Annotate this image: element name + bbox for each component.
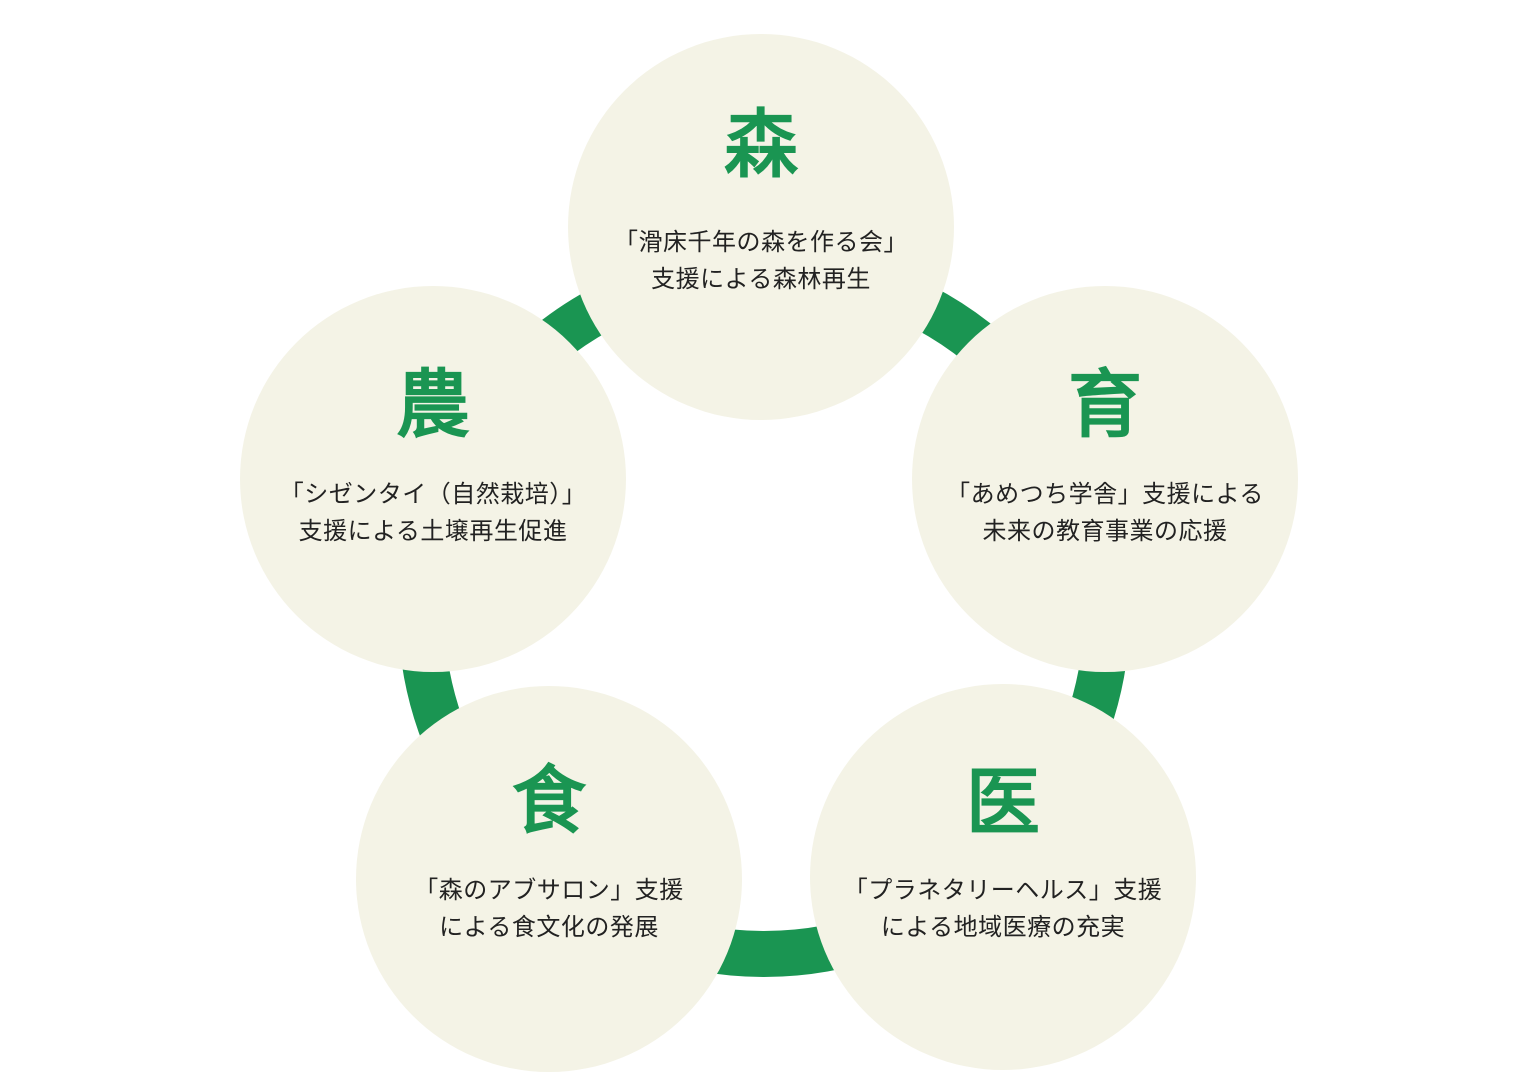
node-food-description-line-1: 「森のアブサロン」支援 xyxy=(414,876,684,904)
node-food-description-line-2: による食文化の発展 xyxy=(439,913,659,941)
node-medicine-title: 医 xyxy=(966,760,1040,846)
node-forest: 森 「滑床千年の森を作る会」 支援による森林再生 xyxy=(568,34,954,420)
node-education-description-line-1: 「あめつち学舎」支援による xyxy=(946,480,1264,508)
node-medicine: 医 「プラネタリーヘルス」支援 による地域医療の充実 xyxy=(810,684,1196,1070)
node-forest-description-line-2: 支援による森林再生 xyxy=(651,265,871,293)
node-agriculture: 農 「シゼンタイ（自然栽培）」 支援による土壌再生促進 xyxy=(240,286,626,672)
node-food-description: 「森のアブサロン」支援 による食文化の発展 xyxy=(366,872,732,946)
node-medicine-description-line-2: による地域医療の充実 xyxy=(880,913,1126,941)
node-education-description: 「あめつち学舎」支援による 未来の教育事業の応援 xyxy=(922,476,1288,550)
node-medicine-description-line-1: 「プラネタリーヘルス」支援 xyxy=(843,876,1163,904)
node-forest-title: 森 xyxy=(724,102,798,188)
node-agriculture-title: 農 xyxy=(396,362,470,448)
node-food-title: 食 xyxy=(512,758,586,844)
node-agriculture-description: 「シゼンタイ（自然栽培）」 支援による土壌再生促進 xyxy=(250,476,616,550)
node-education: 育 「あめつち学舎」支援による 未来の教育事業の応援 xyxy=(912,286,1298,672)
node-forest-description-line-1: 「滑床千年の森を作る会」 xyxy=(614,228,908,256)
node-forest-description: 「滑床千年の森を作る会」 支援による森林再生 xyxy=(578,224,944,298)
node-education-title: 育 xyxy=(1068,362,1142,448)
node-food: 食 「森のアブサロン」支援 による食文化の発展 xyxy=(356,686,742,1072)
node-education-description-line-2: 未来の教育事業の応援 xyxy=(982,517,1228,545)
node-medicine-description: 「プラネタリーヘルス」支援 による地域医療の充実 xyxy=(820,872,1186,946)
node-agriculture-description-line-2: 支援による土壌再生促進 xyxy=(298,517,568,545)
node-agriculture-description-line-1: 「シゼンタイ（自然栽培）」 xyxy=(279,480,587,508)
